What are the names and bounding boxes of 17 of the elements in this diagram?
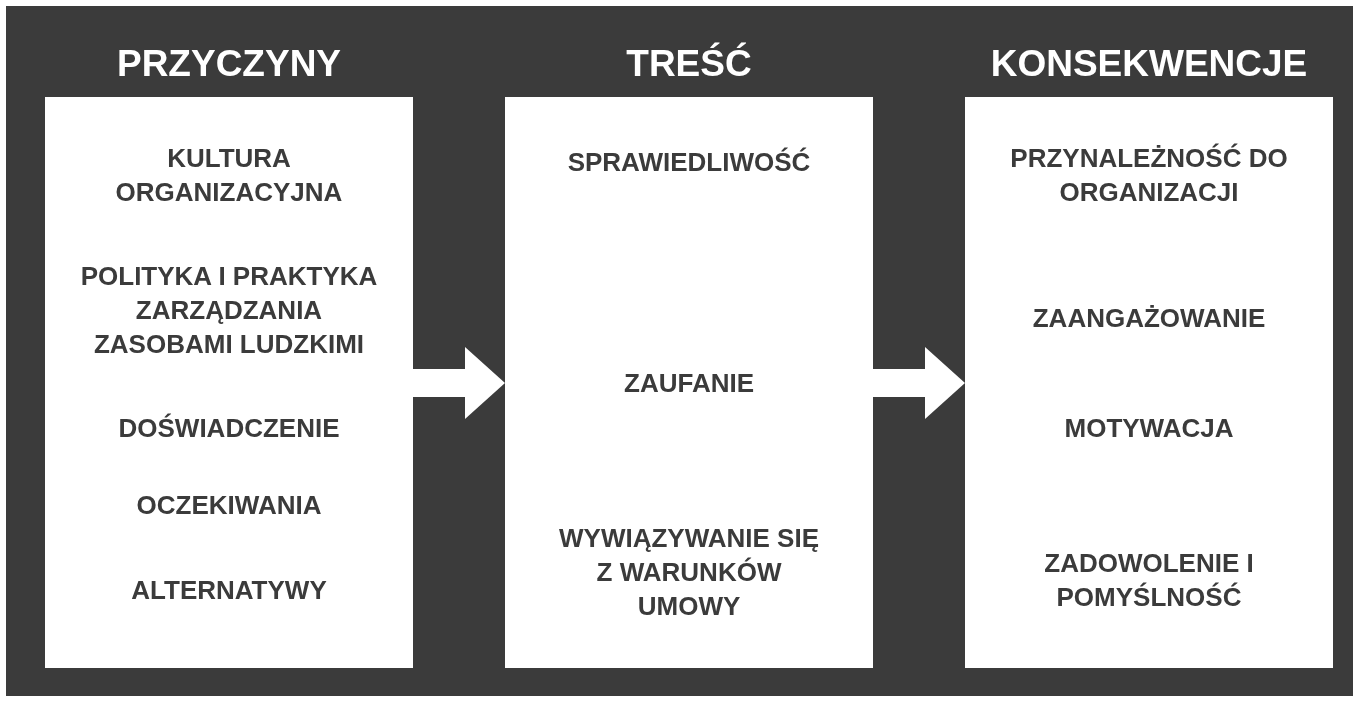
list-item: WYWIĄZYWANIE SIĘ Z WARUNKÓW UMOWY — [558, 522, 820, 623]
list-item: OCZEKIWANIA — [135, 489, 323, 522]
list-item: KULTURA ORGANIZACYJNA — [114, 142, 344, 209]
column-heading: KONSEKWENCJE — [989, 42, 1309, 86]
list-item: POLITYKA I PRAKTYKA ZARZĄDZANIA ZASOBAMI LUDZKIMI — [79, 260, 379, 361]
column-heading: PRZYCZYNY — [115, 42, 343, 86]
list-item: PRZYNALEŻNOŚĆ DO ORGANIZACJI — [1009, 142, 1289, 209]
list-item: ZADOWOLENIE I POMYŚLNOŚĆ — [1043, 547, 1255, 614]
column-heading: TREŚĆ — [625, 42, 753, 86]
list-item: ZAUFANIE — [623, 367, 755, 400]
list-item: MOTYWACJA — [1063, 412, 1235, 445]
list-item: DOŚWIADCZENIE — [117, 412, 341, 445]
list-item: ZAANGAŻOWANIE — [1031, 302, 1267, 335]
block-arrow — [873, 347, 965, 419]
list-item: ALTERNATYWY — [130, 574, 328, 607]
list-item: SPRAWIEDLIWOŚĆ — [566, 146, 812, 179]
block-arrow — [413, 347, 505, 419]
